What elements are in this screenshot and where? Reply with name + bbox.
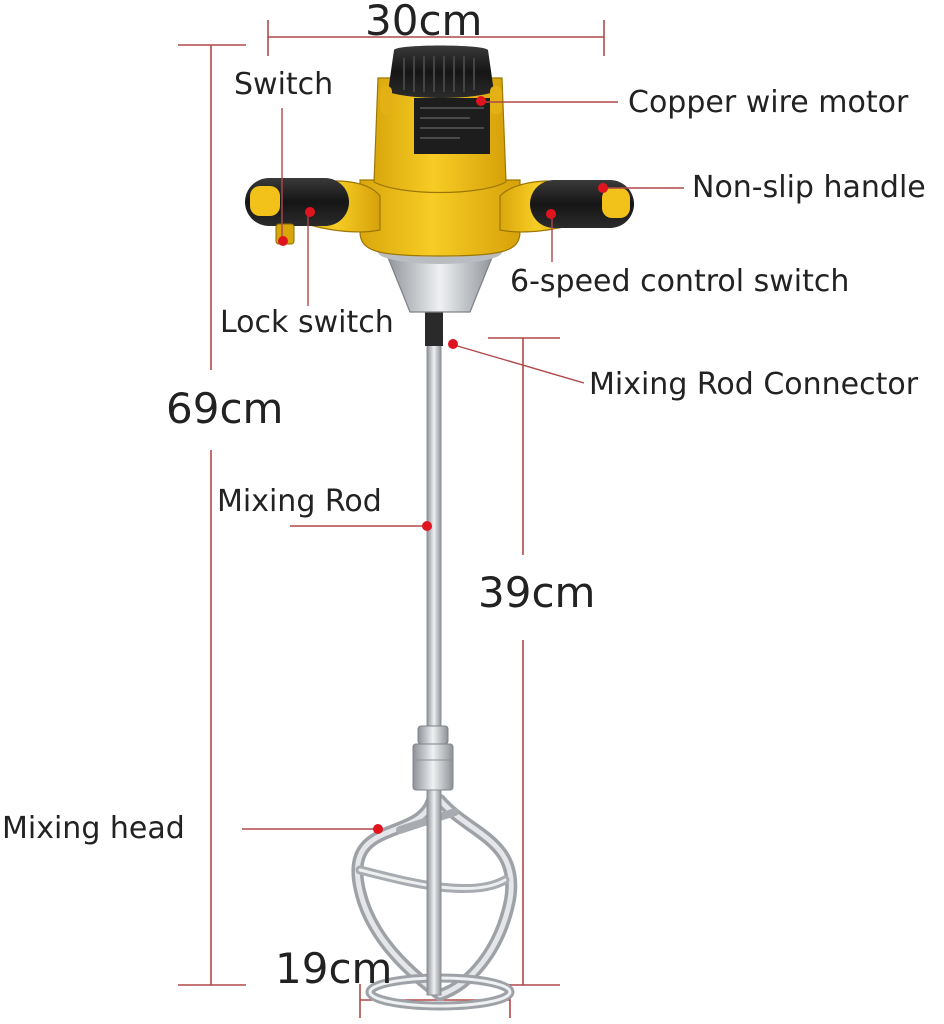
mixing-rod-illustration xyxy=(412,312,454,996)
marker-speed-switch xyxy=(546,209,556,219)
callout-non-slip-handle: Non-slip handle xyxy=(692,170,926,205)
callout-speed-switch: 6-speed control switch xyxy=(510,264,850,299)
marker-lock-switch xyxy=(305,207,315,217)
width-dimension-label: 30cm xyxy=(365,0,483,45)
callout-mixing-rod: Mixing Rod xyxy=(217,484,382,519)
marker-non-slip-handle xyxy=(598,183,608,193)
marker-mixing-rod xyxy=(422,521,432,531)
marker-copper-motor xyxy=(476,96,486,106)
head-dimension-label: 19cm xyxy=(275,944,393,993)
callout-markers xyxy=(278,96,608,834)
callout-mixing-head: Mixing head xyxy=(2,811,185,846)
marker-mixing-head xyxy=(373,824,383,834)
mixer-body-illustration xyxy=(245,45,634,313)
mixing-head-illustration xyxy=(351,794,518,1011)
callout-leaders xyxy=(242,101,684,830)
marker-rod-connector xyxy=(448,339,458,349)
height-dimension-label: 69cm xyxy=(166,384,284,433)
callout-rod-connector: Mixing Rod Connector xyxy=(589,367,919,402)
callout-lock-switch: Lock switch xyxy=(220,305,394,340)
marker-switch xyxy=(278,236,288,246)
callout-switch: Switch xyxy=(234,67,334,102)
callout-copper-motor: Copper wire motor xyxy=(628,85,909,120)
rod-dimension-label: 39cm xyxy=(478,568,596,617)
